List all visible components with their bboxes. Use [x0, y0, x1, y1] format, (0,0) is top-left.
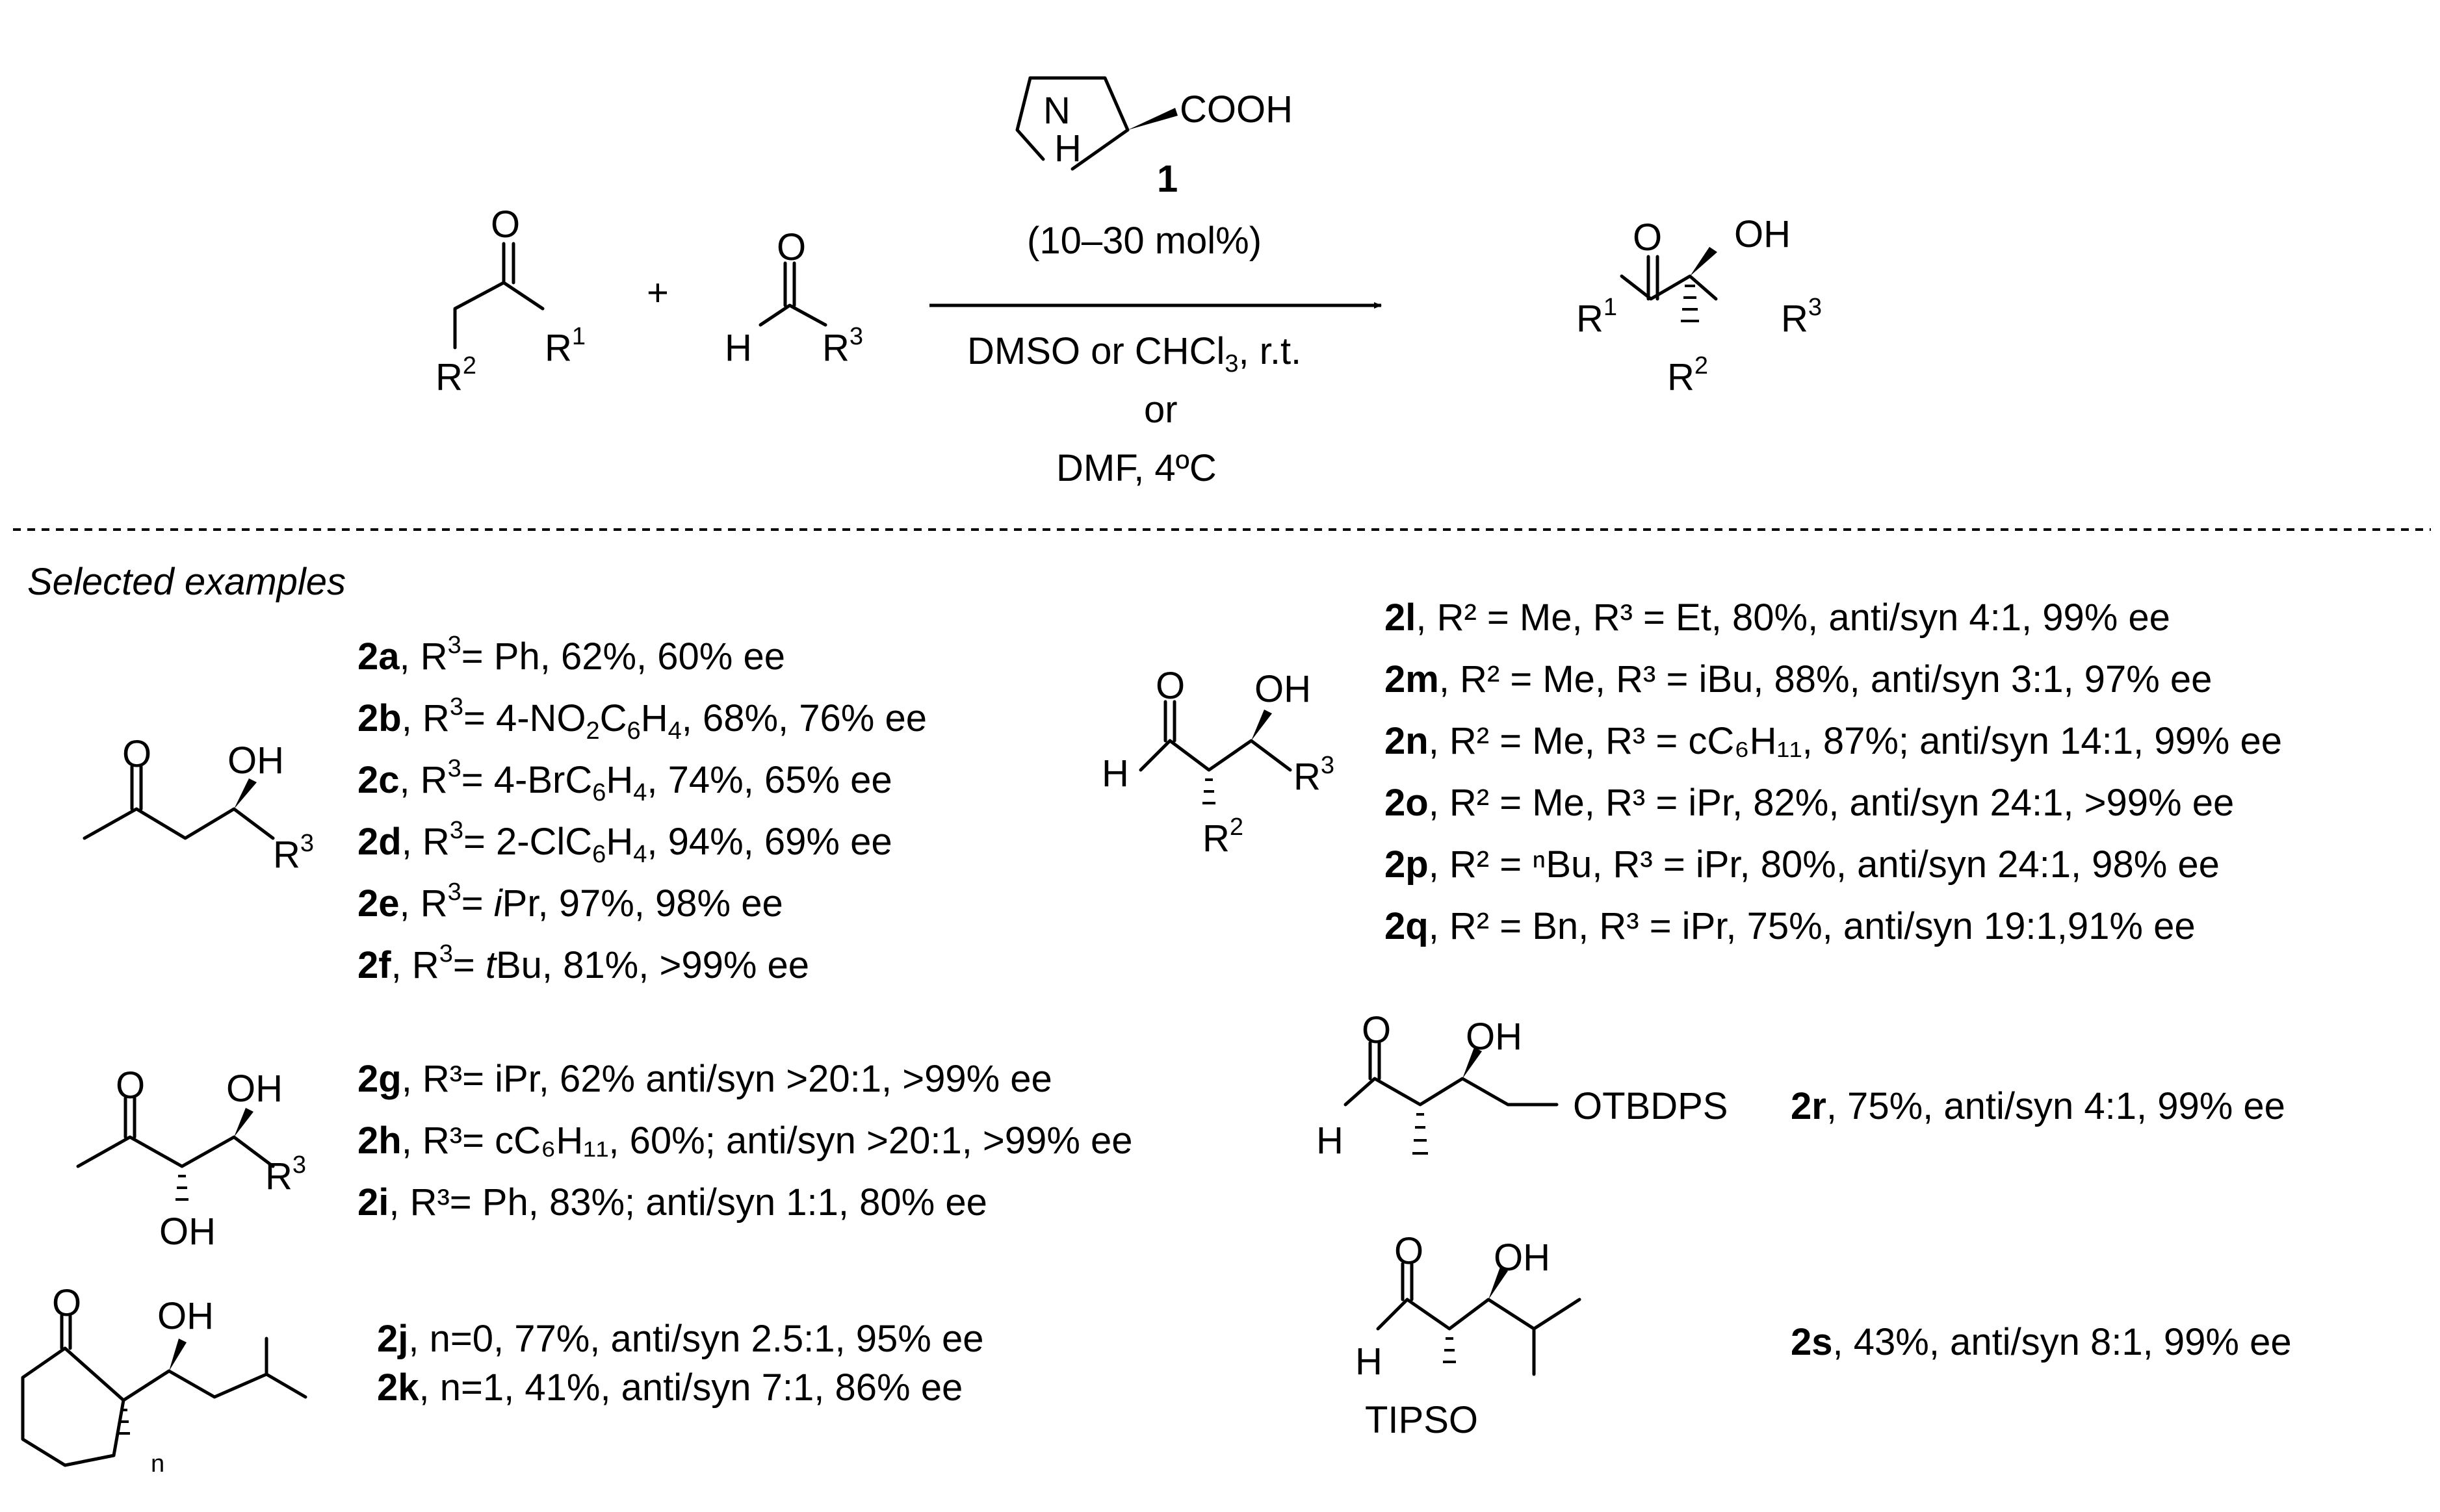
conditions-line2: or — [1144, 389, 1178, 431]
catalyst-h-label: H — [1054, 127, 1082, 170]
structure-2l-2q: O OH H R3 R2 — [1102, 665, 1334, 860]
struct-d-oh: OH — [157, 1295, 214, 1337]
aldehyde-h-label: H — [725, 327, 752, 369]
example-2i: 2i, R³= Ph, 83%; anti/syn 1:1, 80% ee — [357, 1181, 987, 1224]
struct-d-o: O — [52, 1282, 81, 1324]
example-2r: 2r, 75%, anti/syn 4:1, 99% ee — [1791, 1085, 2285, 1127]
struct-s-tipso: TIPSO — [1365, 1399, 1478, 1441]
struct-b-o: O — [1156, 665, 1185, 707]
ketone-o-label: O — [491, 203, 520, 246]
proline-catalyst: N H COOH 1 (10–30 mol%) — [1015, 76, 1293, 262]
struct-a-r3: R3 — [273, 830, 314, 876]
examples-2a-2f: 2a, R3= Ph, 62%, 60% ee 2b, R3= 4-NO2C6H… — [357, 632, 927, 986]
struct-c-r3: R3 — [265, 1151, 306, 1198]
example-2a: 2a, R3= Ph, 62%, 60% ee — [357, 632, 785, 678]
aldehyde-reactant: O H R3 — [725, 226, 863, 369]
example-2n: 2n, R² = Me, R³ = cC₆H₁₁, 87%; anti/syn … — [1384, 720, 2282, 762]
struct-r-h: H — [1316, 1120, 1343, 1162]
struct-c-oh: OH — [226, 1068, 283, 1110]
catalyst-loading: (10–30 mol%) — [1027, 220, 1262, 262]
example-2l: 2l, R² = Me, R³ = Et, 80%, anti/syn 4:1,… — [1384, 596, 2170, 639]
struct-a-oh: OH — [227, 739, 284, 782]
ketone-reactant: O R1 R2 — [435, 203, 586, 398]
struct-c-o: O — [116, 1064, 145, 1107]
selected-examples-label: Selected examples — [27, 561, 346, 603]
struct-s-oh: OH — [1494, 1237, 1550, 1279]
structure-2r: O OH H OTBDPS — [1316, 1009, 1728, 1162]
product-r3: R3 — [1781, 294, 1822, 340]
struct-r-oh: OH — [1466, 1016, 1522, 1058]
aldol-product: O OH R1 R3 R2 — [1576, 213, 1822, 398]
catalyst-n-label: N — [1043, 90, 1071, 132]
example-2d: 2d, R3= 2-ClC6H4, 94%, 69% ee — [357, 817, 892, 868]
struct-r-o: O — [1362, 1009, 1391, 1051]
example-2q: 2q, R² = Bn, R³ = iPr, 75%, anti/syn 19:… — [1384, 905, 2196, 947]
examples-2g-2i: 2g, R³= iPr, 62% anti/syn >20:1, >99% ee… — [357, 1058, 1133, 1224]
structure-2j-2k: O OH n — [21, 1282, 307, 1478]
ketone-r1: R1 — [545, 323, 586, 369]
example-2c: 2c, R3= 4-BrC6H4, 74%, 65% ee — [357, 755, 892, 806]
ketone-r2: R2 — [435, 352, 476, 398]
structure-2s: O OH H TIPSO — [1355, 1230, 1581, 1441]
conditions-line1: DMSO or CHCl3, r.t. — [967, 330, 1301, 378]
examples-2j-2k: 2j, n=0, 77%, anti/syn 2.5:1, 95% ee 2k,… — [377, 1318, 983, 1409]
struct-a-o: O — [122, 733, 151, 775]
product-r1: R1 — [1576, 294, 1617, 340]
struct-b-h: H — [1102, 752, 1129, 795]
aldehyde-r3: R3 — [822, 323, 863, 369]
example-2p: 2p, R² = ⁿBu, R³ = iPr, 80%, anti/syn 24… — [1384, 843, 2220, 886]
struct-b-r3: R3 — [1293, 752, 1334, 798]
example-2e: 2e, R3= iPr, 97%, 98% ee — [357, 878, 783, 925]
aldehyde-o-label: O — [777, 226, 806, 268]
structure-2g-2i: O OH OH R3 — [76, 1064, 306, 1253]
conditions-line3: DMF, 4ºC — [1056, 447, 1217, 489]
product-oh-label: OH — [1734, 213, 1791, 255]
example-2f: 2f, R3= tBu, 81%, >99% ee — [357, 940, 809, 986]
product-o-label: O — [1633, 216, 1662, 259]
structure-2a-2f: O OH R3 — [83, 733, 314, 876]
example-2s: 2s, 43%, anti/syn 8:1, 99% ee — [1791, 1321, 2292, 1363]
example-2g: 2g, R³= iPr, 62% anti/syn >20:1, >99% ee — [357, 1058, 1052, 1100]
struct-b-r2: R2 — [1202, 814, 1243, 860]
example-2h: 2h, R³= cC₆H₁₁, 60%; anti/syn >20:1, >99… — [357, 1120, 1133, 1162]
plus-sign: + — [647, 272, 669, 314]
struct-c-oh2: OH — [159, 1211, 216, 1253]
struct-s-h: H — [1355, 1340, 1382, 1383]
catalyst-number: 1 — [1157, 158, 1178, 200]
product-r2: R2 — [1667, 352, 1708, 398]
example-2b: 2b, R3= 4-NO2C6H4, 68%, 76% ee — [357, 693, 927, 745]
examples-2l-2q: 2l, R² = Me, R³ = Et, 80%, anti/syn 4:1,… — [1384, 596, 2282, 947]
example-2k: 2k, n=1, 41%, anti/syn 7:1, 86% ee — [377, 1366, 963, 1409]
example-2j: 2j, n=0, 77%, anti/syn 2.5:1, 95% ee — [377, 1318, 983, 1360]
example-2m: 2m, R² = Me, R³ = iBu, 88%, anti/syn 3:1… — [1384, 658, 2212, 700]
ring-size-n: n — [151, 1450, 164, 1478]
struct-b-oh: OH — [1254, 668, 1311, 710]
struct-s-o: O — [1394, 1230, 1423, 1272]
struct-r-otbdps: OTBDPS — [1573, 1085, 1728, 1127]
catalyst-cooh-label: COOH — [1180, 88, 1293, 131]
example-2o: 2o, R² = Me, R³ = iPr, 82%, anti/syn 24:… — [1384, 782, 2234, 824]
